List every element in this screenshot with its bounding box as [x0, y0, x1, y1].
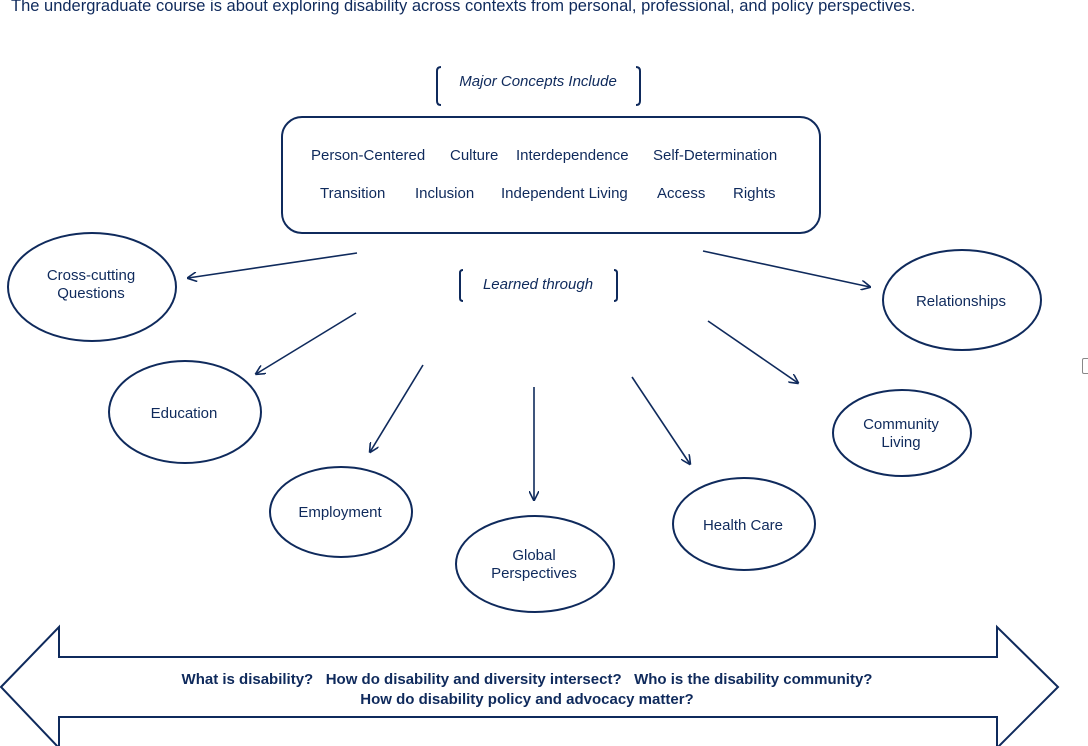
left-bracket — [436, 66, 442, 106]
node-label: Community — [863, 416, 939, 433]
double-arrow — [0, 624, 1060, 746]
node-health-care — [672, 477, 816, 571]
node-label: Perspectives — [491, 565, 577, 582]
concepts-label: Major Concepts Include — [459, 73, 617, 90]
node-label: Relationships — [916, 293, 1006, 310]
intro-text: The undergraduate course is about explor… — [11, 0, 916, 15]
concept: Transition — [320, 185, 385, 202]
concept: Culture — [450, 147, 498, 164]
arrow — [631, 376, 690, 464]
concept: Rights — [733, 185, 776, 202]
questions-line-2: How do disability policy and advocacy ma… — [360, 691, 693, 708]
concept: Independent Living — [501, 185, 628, 202]
node-cross-cutting-questions — [7, 232, 177, 342]
arrow — [702, 250, 870, 287]
arrow — [707, 320, 798, 383]
concept: Interdependence — [516, 147, 629, 164]
node-label: Global — [512, 547, 555, 564]
concepts-box — [281, 116, 821, 234]
node-employment — [269, 466, 413, 558]
node-global-perspectives — [455, 515, 615, 613]
left-bracket — [459, 269, 464, 302]
learned-label: Learned through — [483, 276, 593, 293]
node-label: Health Care — [703, 517, 783, 534]
checkbox[interactable] — [1082, 358, 1088, 374]
arrow — [370, 364, 424, 452]
node-label: Education — [151, 405, 218, 422]
concept: Self-Determination — [653, 147, 777, 164]
right-bracket — [613, 269, 618, 302]
node-label: Questions — [57, 285, 125, 302]
concept: Inclusion — [415, 185, 474, 202]
arrow — [256, 312, 357, 374]
node-label: Living — [881, 434, 920, 451]
node-education — [108, 360, 262, 464]
right-bracket — [635, 66, 641, 106]
node-community-living — [832, 389, 972, 477]
node-relationships — [882, 249, 1042, 351]
arrow — [188, 252, 358, 278]
questions-line-1: What is disability? How do disability an… — [182, 671, 873, 688]
concept: Person-Centered — [311, 147, 425, 164]
node-label: Cross-cutting — [47, 267, 135, 284]
node-label: Employment — [298, 504, 382, 521]
concept: Access — [657, 185, 705, 202]
